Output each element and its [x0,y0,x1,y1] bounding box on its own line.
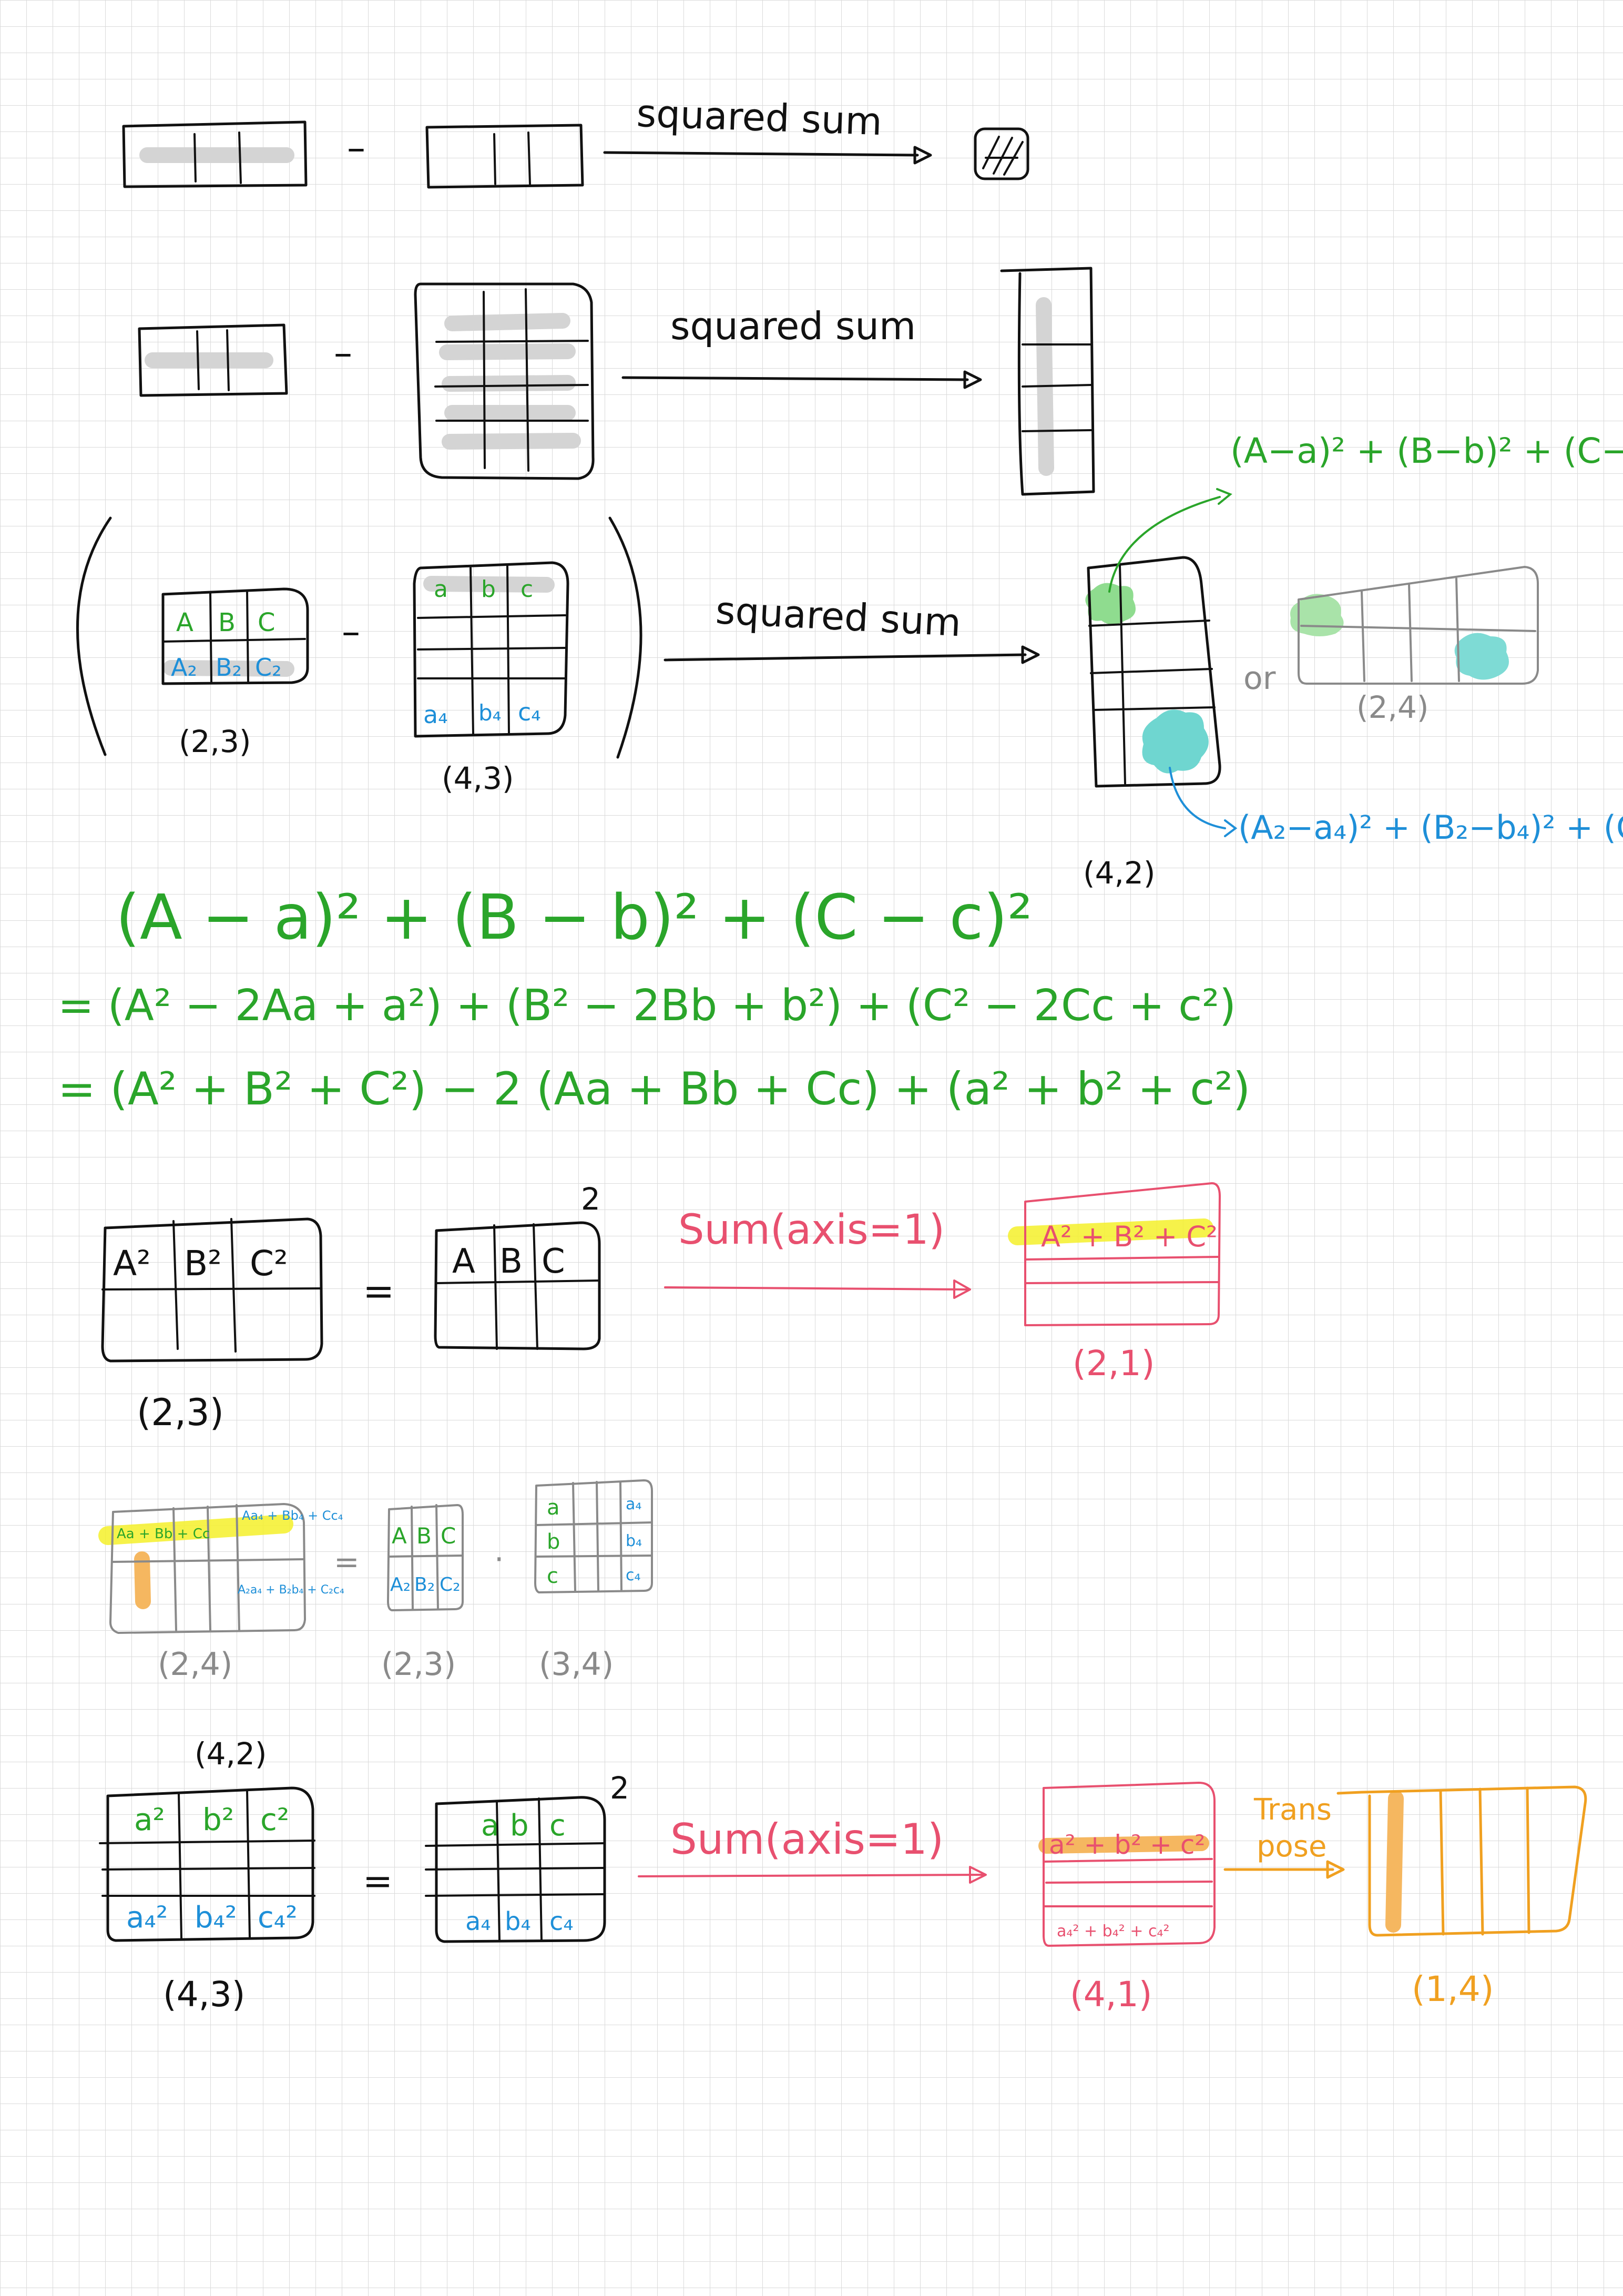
dotprod-lhs-cell-C: C [441,1523,456,1549]
row3-left-cell-A: A [176,608,193,637]
row3-or: or [1243,660,1276,697]
dotprod-equals: = [334,1544,360,1580]
squares1-equals: = [363,1269,394,1313]
dotprod-rhs-cell-b4: b₄ [626,1532,642,1550]
squares2-top-shape: (4,2) [195,1736,267,1772]
squares1-shape: (2,3) [137,1391,224,1434]
row3-right-cell-b: b [481,576,496,603]
dotprod-lhs-cell-A: A [392,1523,407,1549]
dotprod-rhs-cell-c: c [547,1564,558,1588]
row3-broadcast-diff: A B C A₂ B₂ C₂ (2,3) – a b c a₄ b₄ c₄ (4… [76,431,1623,891]
squares2-op-label: Sum(axis=1) [670,1815,944,1864]
squares2-cell-c4-2: c₄² [258,1901,298,1935]
dotprod-lhs-cell-A2: A₂ [390,1574,411,1596]
squares1-cell-B2: B² [184,1243,222,1284]
squares2-transpose-label-2: pose [1257,1830,1326,1864]
squares1-rhs-cell-B: B [499,1242,523,1281]
row3-green-note: (A−a)² + (B−b)² + (C−c)² [1230,431,1623,471]
squares2-result-text: a² + b² + c² [1049,1830,1205,1860]
dotprod-rhs-cell-a: a [547,1496,560,1520]
row3-blue-note: (A₂−a₄)² + (B₂−b₄)² + (C₂−c₄)² [1238,808,1623,847]
row3-left-cell-A2: A₂ [171,653,197,682]
dotprod-rhs-cell-b: b [547,1530,560,1554]
row2-minus: – [334,331,352,374]
squares2-cell-b4-2: b₄² [195,1901,237,1935]
row3-right-shape: (4,3) [442,760,514,796]
dotprod-rhs-cell-c4: c₄ [626,1566,641,1584]
squares2-exponent: 2 [610,1770,629,1806]
row2-arrow-label: squared sum [670,304,916,348]
dotprod-cell-top-left: Aa + Bb + Cc [117,1526,210,1542]
squares1-result-shape: (2,1) [1073,1343,1155,1384]
row1-vector-minus-vector: – squared sum [122,91,1029,189]
squares2-row: (4,2) a² b² c² a₄² b₄² c₄² (4,3) = a b c… [99,1736,1587,2015]
expansion-equations: (A − a)² + (B − b)² + (C − c)² = (A² − 2… [58,881,1250,1115]
squares1-rhs-cell-C: C [542,1242,565,1281]
dotprod-rhs-shape: (3,4) [539,1646,614,1683]
squares1-row: A² B² C² (2,3) = A B C 2 Sum(axis=1) A² … [101,1181,1221,1434]
squares2-shape: (4,3) [163,1974,245,2015]
squares1-rhs-cell-A: A [452,1242,475,1281]
dotprod-rhs-cell-a4: a₄ [626,1495,641,1513]
squares2-rhs-cell-a4: a₄ [465,1907,491,1936]
squares2-transpose-label-1: Trans [1253,1793,1332,1827]
row3-right-cell-c4: c₄ [518,698,541,726]
row3-left-shape: (2,3) [179,724,251,759]
dotprod-shape: (2,4) [158,1646,232,1683]
row3-left-cell-B2: B₂ [216,653,242,682]
expansion-line-3: = (A² + B² + C²) − 2 (Aa + Bb + Cc) + (a… [58,1063,1250,1115]
expansion-line-2: = (A² − 2Aa + a²) + (B² − 2Bb + b²) + (C… [58,981,1236,1031]
squares2-cell-a2: a² [134,1802,165,1837]
dotprod-lhs-shape: (2,3) [381,1646,456,1683]
squares2-result-shape: (4,1) [1070,1974,1152,2015]
squares1-cell-A2: A² [113,1243,151,1284]
row1-arrow-label: squared sum [636,91,883,144]
dotprod-lhs-cell-B: B [416,1523,432,1549]
squares2-rhs-cell-b4: b₄ [505,1907,531,1936]
squares2-cell-c2: c² [260,1802,289,1837]
row3-left-cell-C2: C₂ [255,653,282,682]
dotprod-row: Aa + Bb + Cc Aa₄ + Bb₄ + Cc₄ A₂a₄ + B₂b₄… [98,1479,653,1683]
squares2-final-shape: (1,4) [1412,1969,1494,2009]
squares2-result-text-last: a₄² + b₄² + c₄² [1057,1922,1170,1941]
squares2-equals: = [363,1861,393,1902]
squares1-op-label: Sum(axis=1) [678,1206,945,1254]
row1-minus: – [347,126,365,169]
squares1-exponent: 2 [581,1181,600,1217]
squares1-cell-C2: C² [250,1243,288,1284]
dotprod-lhs-cell-C2: C₂ [440,1574,461,1596]
row3-right-cell-b4: b₄ [478,700,502,726]
dotprod-cell-bottom-right: A₂a₄ + B₂b₄ + C₂c₄ [238,1583,344,1597]
row3-right-cell-c: c [520,576,533,603]
squares1-result-text: A² + B² + C² [1041,1220,1218,1253]
squares2-rhs-cell-b: b [510,1809,529,1843]
row3-right-cell-a4: a₄ [423,700,448,729]
dotprod-dot: · [494,1541,504,1577]
row3-left-cell-B: B [218,608,236,637]
row3-minus: – [342,610,360,653]
row3-right-cell-a: a [434,576,448,603]
squares2-cell-b2: b² [202,1802,234,1837]
squares2-rhs-cell-c: c [549,1809,566,1843]
row3-left-cell-C: C [258,608,275,637]
row3-result-shape: (4,2) [1083,855,1156,891]
row3-alt-shape: (2,4) [1356,689,1429,725]
squares2-rhs-cell-a: a [481,1809,499,1843]
row2-vector-minus-matrix: – squared sum [138,267,1095,496]
squares2-cell-a4-2: a₄² [126,1901,168,1935]
expansion-line-1: (A − a)² + (B − b)² + (C − c)² [116,881,1033,953]
dotprod-cell-top-right: Aa₄ + Bb₄ + Cc₄ [242,1508,343,1523]
squares2-rhs-cell-c4: c₄ [549,1907,574,1936]
dotprod-lhs-cell-B2: B₂ [414,1574,435,1596]
